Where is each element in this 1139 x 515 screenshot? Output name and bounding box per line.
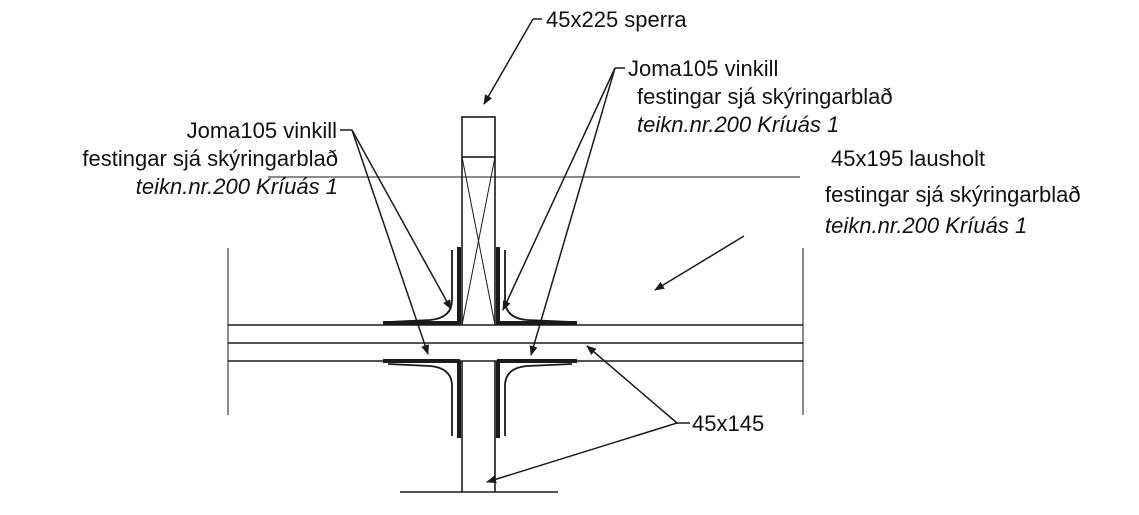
leaders [340,18,745,484]
label-angle-left-1: Joma105 vinkill [187,118,337,143]
bracket-ll-curve [387,363,453,436]
leader-purlin [654,235,745,291]
label-angle-left-3: teikn.nr.200 Kríuás 1 [136,174,338,199]
leader-angle-left-a [351,129,452,310]
leader-angle-left-b [351,129,429,355]
label-purlin-2: festingar sjá skýringarblað [825,182,1081,207]
label-purlin-3: teikn.nr.200 Kríuás 1 [825,213,1027,238]
rafter-top-box [461,116,496,158]
leader-angle-right-a [502,67,616,311]
bracket-ul-curve [387,250,453,323]
post-hatch-2 [461,156,496,326]
label-angle-right-1: Joma105 vinkill [628,56,778,81]
leader-beam-a [586,345,678,424]
geometry [227,116,804,493]
label-angle-right-3: teikn.nr.200 Kríuás 1 [637,112,839,137]
leader-angle-right-b [529,67,616,356]
label-purlin-1: 45x195 lausholt [831,146,985,171]
label-rafter: 45x225 sperra [546,7,687,32]
leader-rafter [483,18,534,105]
label-beam: 45x145 [692,411,764,436]
leader-beam-b [486,422,678,484]
label-angle-left-2: festingar sjá skýringarblað [82,146,338,171]
labels: 45x225 sperra Joma105 vinkill festingar … [82,7,1080,436]
bracket-ur-curve [504,250,573,323]
label-angle-right-2: festingar sjá skýringarblað [637,84,893,109]
bracket-lr-curve [504,363,573,436]
